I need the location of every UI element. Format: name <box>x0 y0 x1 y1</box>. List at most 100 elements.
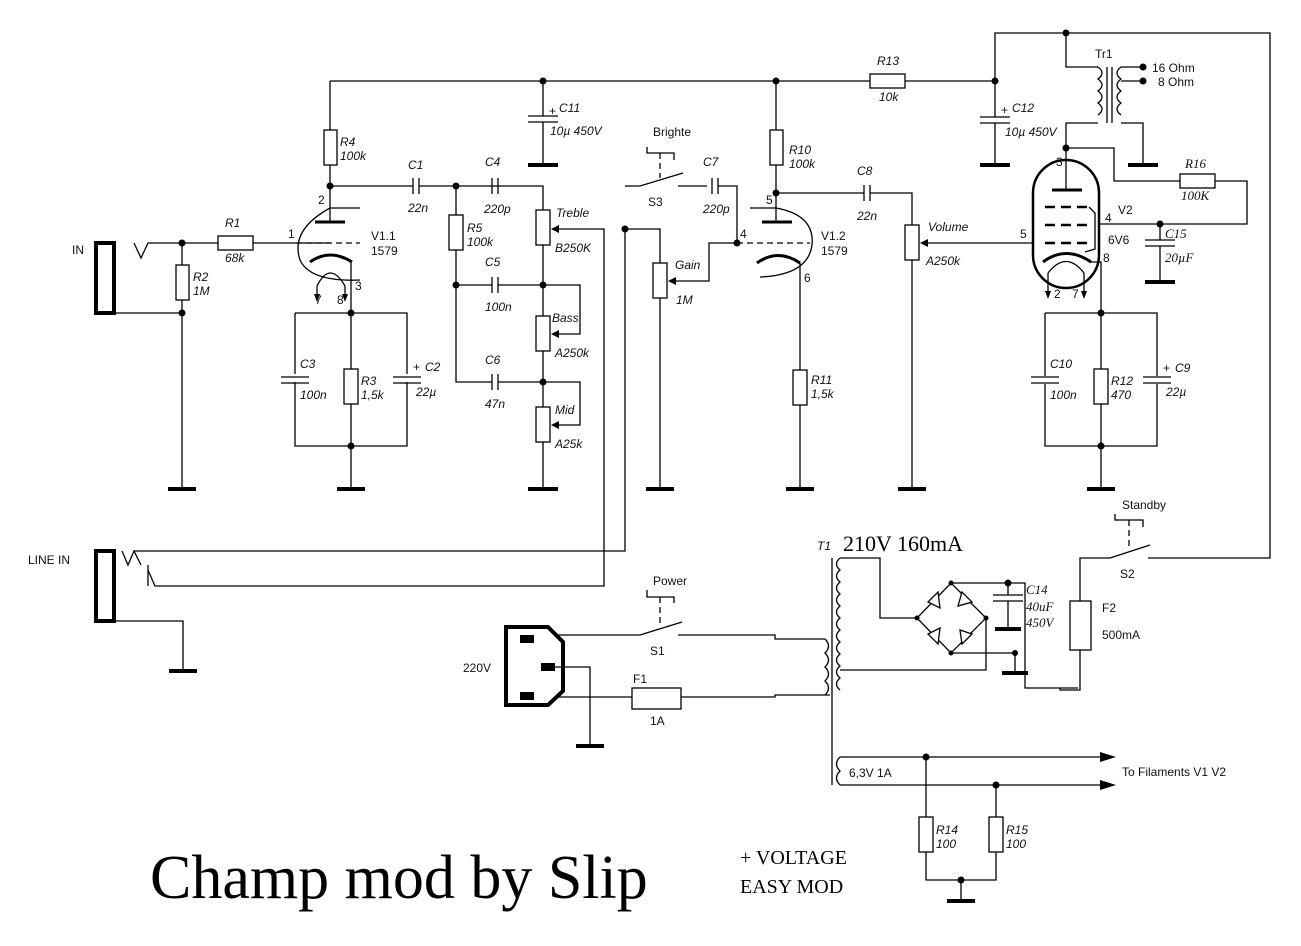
capacitor-c15: C15 20µF <box>1145 220 1194 284</box>
svg-text:100: 100 <box>1006 837 1026 851</box>
resistor-r2: R2 1M <box>168 243 210 491</box>
svg-text:22µ: 22µ <box>1165 385 1186 399</box>
svg-text:+: + <box>549 104 556 118</box>
svg-text:C1: C1 <box>408 158 423 172</box>
svg-text:Brighte: Brighte <box>653 125 691 139</box>
r4-value: 100k <box>340 149 367 163</box>
svg-text:R2: R2 <box>193 270 209 284</box>
r4-ref: R4 <box>340 135 356 149</box>
svg-text:4: 4 <box>1105 211 1112 225</box>
tone-stack: C4 220p R5 100k C5 100n C6 47n Treble B2… <box>147 155 605 587</box>
svg-text:Volume: Volume <box>928 220 969 234</box>
title-main: Champ mod by Slip <box>150 844 648 912</box>
svg-text:22µ: 22µ <box>415 385 436 399</box>
svg-text:C14: C14 <box>1026 582 1048 597</box>
svg-text:1: 1 <box>288 227 295 241</box>
capacitor-c11: + C11 10µ 450V <box>528 81 603 167</box>
svg-text:22n: 22n <box>856 209 877 223</box>
svg-text:100n: 100n <box>300 388 327 402</box>
svg-text:R3: R3 <box>361 374 377 388</box>
svg-text:100k: 100k <box>789 157 816 171</box>
svg-text:4: 4 <box>740 227 747 241</box>
svg-text:470: 470 <box>1111 388 1131 402</box>
svg-text:S1: S1 <box>650 644 665 658</box>
svg-text:210V 160mA: 210V 160mA <box>843 531 963 556</box>
svg-text:R11: R11 <box>811 373 832 387</box>
svg-text:3: 3 <box>1056 155 1063 169</box>
svg-text:10k: 10k <box>879 90 899 104</box>
bright-switch-s3[interactable]: Brighte S3 <box>625 125 707 209</box>
standby-switch-s2[interactable]: Standby S2 <box>1109 498 1166 581</box>
svg-text:C2: C2 <box>425 360 441 374</box>
power-switch-s1[interactable]: Power S1 <box>639 574 825 658</box>
svg-text:10µ 450V: 10µ 450V <box>1005 125 1058 139</box>
svg-text:1579: 1579 <box>371 244 398 258</box>
svg-text:47n: 47n <box>485 397 505 411</box>
title-block: Champ mod by Slip + VOLTAGE EASY MOD <box>150 844 847 912</box>
svg-text:Bass: Bass <box>552 311 579 325</box>
volume-pot[interactable]: Volume A250k <box>898 220 1034 491</box>
svg-text:F2: F2 <box>1102 601 1116 615</box>
svg-text:+: + <box>413 360 420 374</box>
svg-text:R15: R15 <box>1006 823 1028 837</box>
svg-text:R10: R10 <box>789 143 811 157</box>
svg-text:T1: T1 <box>817 539 831 553</box>
svg-text:2: 2 <box>1054 287 1061 301</box>
svg-text:1A: 1A <box>650 714 665 728</box>
svg-text:R13: R13 <box>877 54 899 68</box>
svg-text:Power: Power <box>653 574 687 588</box>
svg-text:1579: 1579 <box>821 244 848 258</box>
svg-text:450V: 450V <box>1026 615 1056 630</box>
svg-text:6: 6 <box>804 271 811 285</box>
svg-text:C10: C10 <box>1050 357 1072 371</box>
capacitor-c12: + C12 10µ 450V <box>980 81 1058 167</box>
bridge-rectifier <box>914 580 1078 689</box>
svg-text:S2: S2 <box>1120 567 1135 581</box>
svg-text:1M: 1M <box>193 284 210 298</box>
tube-v2: 3 4 5 8 2 7 V2 6V6 <box>1020 144 1248 313</box>
svg-text:R14: R14 <box>936 823 958 837</box>
svg-text:V1.2: V1.2 <box>821 229 846 243</box>
tube-v1-2: 4 5 6 V1.2 1579 R10 100k R11 1,5k <box>737 81 848 491</box>
svg-text:3: 3 <box>355 279 362 293</box>
fuse-f2: F2 500mA <box>1059 557 1140 691</box>
svg-text:A250k: A250k <box>554 346 590 360</box>
svg-text:S3: S3 <box>648 195 663 209</box>
capacitor-c1: C1 22n <box>330 158 544 215</box>
svg-text:C7: C7 <box>703 155 720 169</box>
svg-text:V1.1: V1.1 <box>371 229 396 243</box>
svg-text:220p: 220p <box>483 202 511 216</box>
svg-text:C8: C8 <box>857 164 873 178</box>
resistor-r13: R13 10k <box>869 54 906 104</box>
gain-pot[interactable]: Gain 1M <box>621 225 741 491</box>
svg-text:5: 5 <box>766 193 773 207</box>
svg-text:20µF: 20µF <box>1165 250 1194 265</box>
svg-text:2: 2 <box>318 193 325 207</box>
svg-text:R5: R5 <box>467 221 483 235</box>
power-transformer-t1: T1 210V 160mA 6,3V 1A To Filaments V1 V2 <box>817 531 1226 790</box>
svg-text:1,5k: 1,5k <box>811 387 835 401</box>
resistor-r16: R16 100K <box>1179 156 1216 203</box>
in-label: IN <box>72 243 84 257</box>
svg-text:R12: R12 <box>1111 374 1133 388</box>
output-transformer-tr1: Tr1 16 Ohm 8 Ohm <box>1065 33 1195 167</box>
svg-text:100: 100 <box>936 837 956 851</box>
svg-text:V2: V2 <box>1118 203 1133 217</box>
svg-text:C15: C15 <box>1165 226 1187 241</box>
cathode-network-v2: C10 100n R12 470 + C9 22µ <box>1030 309 1191 491</box>
svg-text:1,5k: 1,5k <box>361 388 385 402</box>
svg-text:22n: 22n <box>407 201 428 215</box>
svg-text:C6: C6 <box>485 353 501 367</box>
resistor-r1: R1 68k <box>217 216 254 265</box>
svg-text:7: 7 <box>1072 287 1079 301</box>
line-in-jack[interactable]: LINE IN <box>28 229 626 673</box>
svg-text:Mid: Mid <box>555 403 575 417</box>
svg-text:+: + <box>1163 361 1170 375</box>
title-sub-easy: EASY MOD <box>740 876 843 898</box>
fuse-f1: F1 1A <box>631 672 682 728</box>
svg-text:500mA: 500mA <box>1102 628 1140 642</box>
svg-text:C11: C11 <box>559 101 580 115</box>
mains-inlet[interactable]: 220V <box>463 625 830 748</box>
svg-text:C9: C9 <box>1175 361 1191 375</box>
